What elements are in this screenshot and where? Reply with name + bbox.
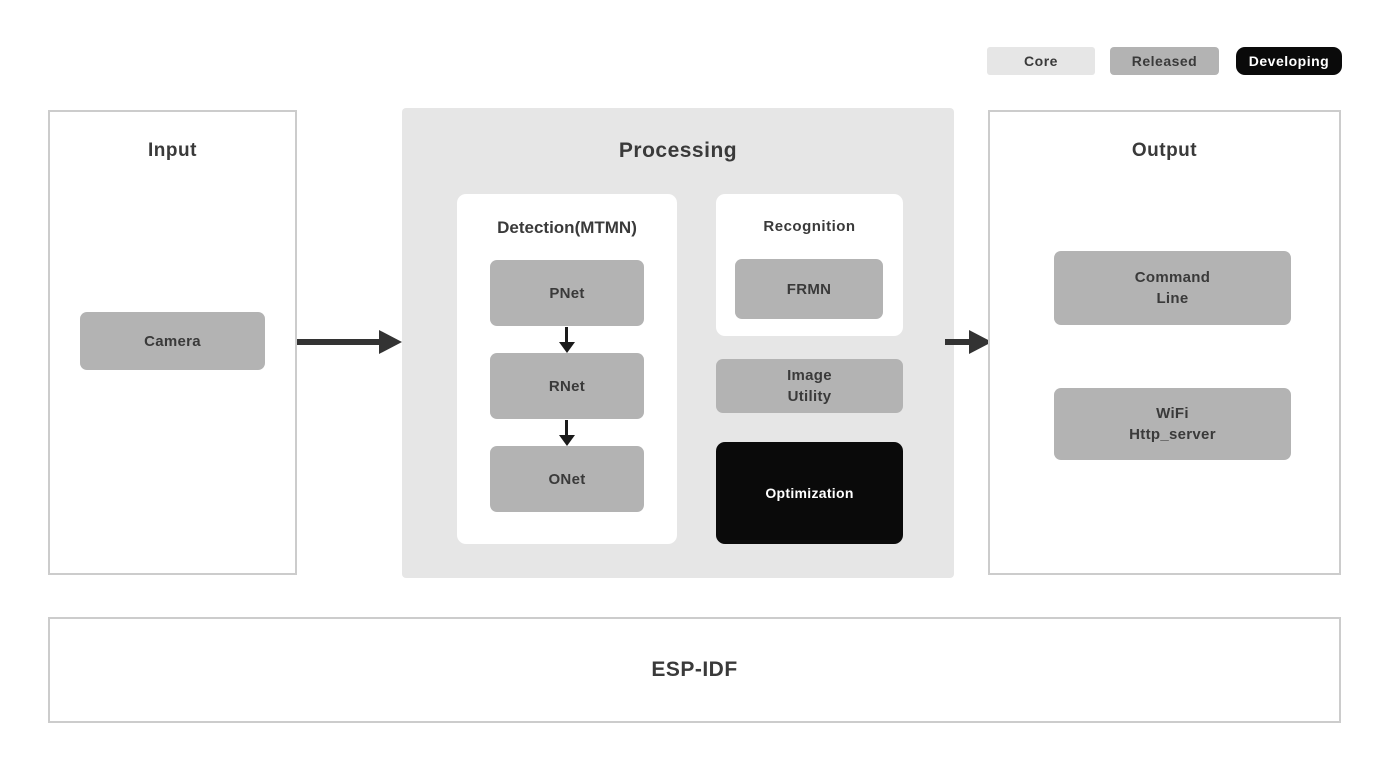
recognition-card-title: Recognition xyxy=(763,218,856,235)
detection-card-title: Detection(MTMN) xyxy=(497,218,637,237)
optimization-node-label: Optimization xyxy=(765,484,854,501)
esp-idf-title: ESP-IDF xyxy=(651,658,738,681)
input-to-processing-arrow-head xyxy=(379,330,402,354)
command-line-line2: Line xyxy=(1156,290,1189,307)
rnet-node: RNet xyxy=(490,353,644,419)
pnet-node: PNet xyxy=(490,260,644,326)
optimization-node: Optimization xyxy=(716,442,903,544)
processing-to-output-arrow-shaft xyxy=(945,339,971,345)
recognition-card: Recognition FRMN xyxy=(716,194,903,336)
processing-panel-title: Processing xyxy=(618,139,738,162)
legend-badge-core: Core xyxy=(987,47,1095,75)
legend-badge-developing: Developing xyxy=(1236,47,1342,75)
pnet-to-rnet-arrow-head xyxy=(559,342,575,353)
camera-node-label: Camera xyxy=(144,332,201,350)
input-panel: Input Camera xyxy=(48,110,297,575)
onet-node-label: ONet xyxy=(548,470,586,488)
output-panel-title: Output xyxy=(1131,140,1198,161)
wifi-line1: WiFi xyxy=(1156,405,1189,422)
camera-node: Camera xyxy=(80,312,265,370)
frmn-node: FRMN xyxy=(735,259,883,319)
output-panel: Output Command Line WiFi Http_server xyxy=(988,110,1341,575)
wifi-line2: Http_server xyxy=(1129,426,1216,443)
image-utility-line2: Utility xyxy=(787,388,832,405)
frmn-node-label: FRMN xyxy=(786,280,832,298)
detection-card: Detection(MTMN) PNet RNet ONet xyxy=(457,194,677,544)
image-utility-node: Image Utility xyxy=(716,359,903,413)
onet-node: ONet xyxy=(490,446,644,512)
legend-label-released: Released xyxy=(1131,53,1198,69)
input-panel-title: Input xyxy=(148,140,197,161)
wifi-http-server-node: WiFi Http_server xyxy=(1054,388,1291,460)
input-to-processing-arrow-shaft xyxy=(297,339,381,345)
command-line-line1: Command xyxy=(1134,269,1211,286)
rnet-to-onet-arrow-shaft xyxy=(565,420,568,435)
image-utility-line1: Image xyxy=(787,367,832,384)
esp-idf-panel: ESP-IDF xyxy=(48,617,1341,723)
processing-to-output-arrow-head xyxy=(969,330,992,354)
rnet-to-onet-arrow-head xyxy=(559,435,575,446)
pnet-to-rnet-arrow-shaft xyxy=(565,327,568,342)
processing-panel: Processing Detection(MTMN) PNet RNet ONe… xyxy=(402,108,954,578)
rnet-node-label: RNet xyxy=(548,377,586,395)
legend-label-core: Core xyxy=(1024,53,1058,69)
pnet-node-label: PNet xyxy=(549,284,585,302)
legend-badge-released: Released xyxy=(1110,47,1219,75)
legend-label-developing: Developing xyxy=(1248,53,1330,69)
command-line-node: Command Line xyxy=(1054,251,1291,325)
